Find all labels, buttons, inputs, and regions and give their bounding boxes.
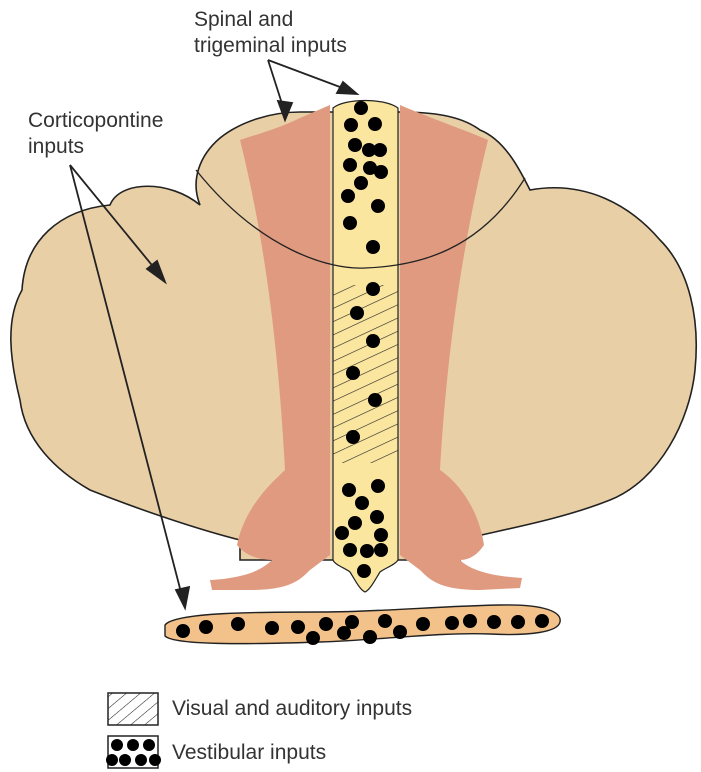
spinal-label-line2: trigeminal inputs [194, 33, 347, 59]
legend-vestibular: Vestibular inputs [108, 737, 326, 769]
legend-visual-auditory: Visual and auditory inputs [108, 693, 412, 725]
bottom-strip [165, 605, 560, 644]
cortico-label-line2: inputs [28, 134, 163, 160]
corticopontine-label: Corticopontine inputs [28, 108, 163, 160]
spinal-label-line1: Spinal and [194, 7, 347, 33]
legend-vestibular-text: Vestibular inputs [172, 741, 326, 765]
spinal-trigeminal-label: Spinal and trigeminal inputs [194, 7, 347, 59]
cortico-label-line1: Corticopontine [28, 108, 163, 134]
legend-visual-auditory-text: Visual and auditory inputs [172, 697, 412, 721]
visual-auditory-hatch-area [333, 285, 398, 463]
